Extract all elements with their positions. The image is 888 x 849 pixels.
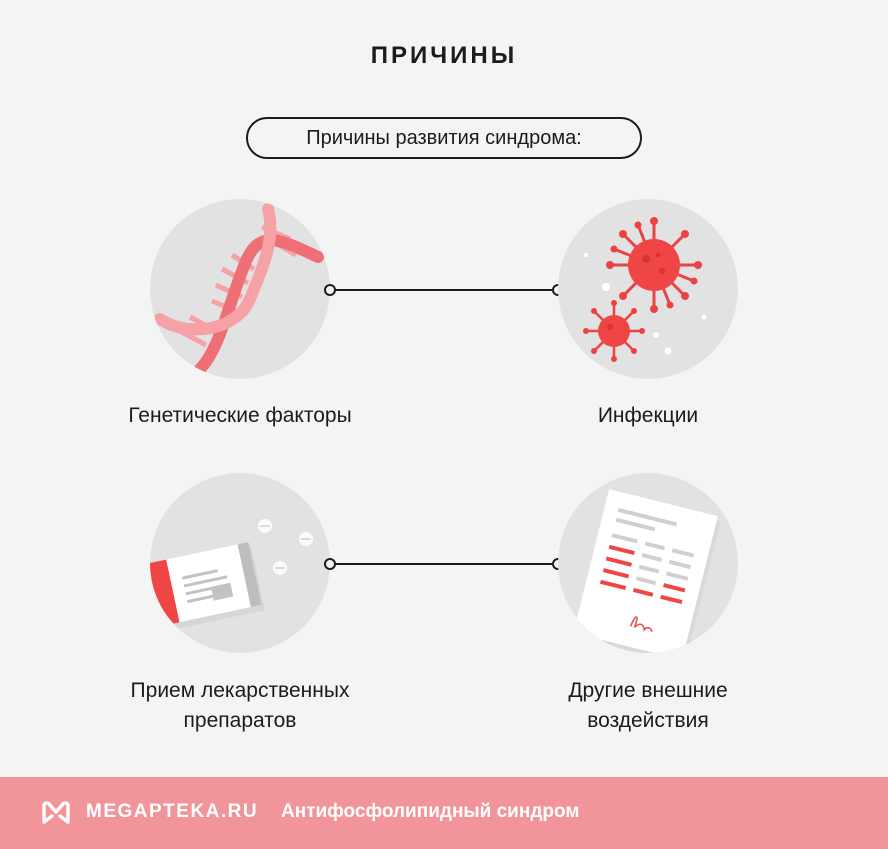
cause-caption-drugs-line1: Прием лекарственных	[130, 679, 350, 702]
document-icon	[573, 489, 721, 653]
cause-caption-external-line2: воздействия	[587, 709, 709, 732]
cause-caption-drugs-line2: препаратов	[183, 709, 297, 732]
connector-line-bottom	[334, 563, 552, 565]
cause-caption-external-line1: Другие внешние	[568, 679, 728, 702]
dna-circle	[150, 199, 330, 379]
document-circle	[558, 473, 738, 653]
dna-icon	[154, 203, 324, 375]
virus-icon	[583, 217, 707, 362]
footer-topic: Антифосфолипидный синдром	[281, 801, 580, 822]
connector-line-top	[334, 289, 552, 291]
pill-box-icon	[150, 519, 313, 635]
subtitle-pill: Причины развития синдрома:	[246, 117, 642, 159]
virus-circle	[558, 199, 738, 379]
cause-caption-external: Другие внешние воздействия	[498, 676, 798, 736]
cause-caption-drugs: Прием лекарственных препаратов	[90, 676, 390, 736]
page-title: ПРИЧИНЫ	[370, 42, 518, 69]
subtitle-text: Причины развития синдрома:	[306, 126, 582, 149]
pills-circle	[150, 473, 330, 653]
footer-bar: MEGAPTEKA.RU Антифосфолипидный синдром	[0, 777, 888, 849]
cause-caption-infection: Инфекции	[597, 404, 699, 427]
cause-caption-genetic: Генетические факторы	[128, 404, 352, 427]
footer-brand-link[interactable]: MEGAPTEKA.RU	[86, 801, 259, 822]
megapteka-logo-icon[interactable]	[40, 800, 72, 826]
